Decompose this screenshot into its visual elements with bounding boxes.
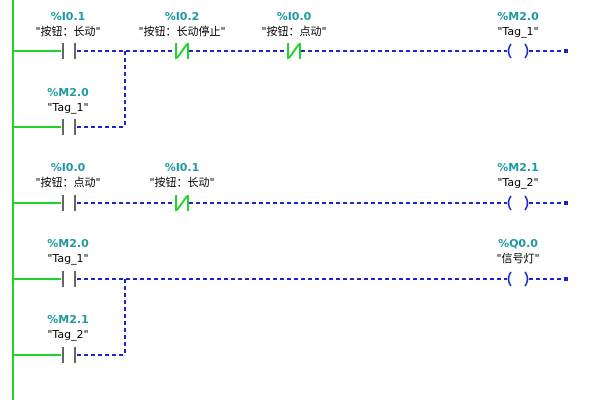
contact-tag: "Tag_1" (47, 101, 88, 114)
contact-address: %I0.1 (51, 10, 86, 23)
contact-tag: "Tag_1" (47, 252, 88, 265)
coil[interactable]: %M2.0 "Tag_1" (497, 10, 539, 59)
rung-end-marker (564, 277, 568, 281)
contact-address: %M2.0 (47, 237, 89, 250)
contact-nc[interactable]: %I0.1 "按钮：长动" (149, 161, 215, 211)
contact-nc[interactable]: %I0.0 "按钮：点动" (261, 10, 327, 59)
rung-1: %I0.1 "按钮：长动" %I0.2 "按钮：长动停止" %I0.0 "按钮：… (13, 10, 568, 135)
coil[interactable]: %Q0.0 "信号灯" (496, 237, 540, 287)
contact-no[interactable]: %M2.1 "Tag_2" (47, 313, 89, 363)
coil-address: %Q0.0 (498, 237, 538, 250)
contact-tag: "按钮：长动" (35, 24, 100, 38)
contact-nc[interactable]: %I0.2 "按钮：长动停止" (138, 10, 226, 59)
coil-tag: "Tag_2" (497, 176, 538, 189)
coil-tag: "信号灯" (496, 252, 539, 265)
contact-tag: "按钮：点动" (261, 24, 326, 38)
rung-end-marker (564, 201, 568, 205)
contact-tag: "Tag_2" (47, 328, 88, 341)
contact-address: %M2.0 (47, 86, 89, 99)
contact-address: %I0.0 (51, 161, 86, 174)
contact-tag: "按钮：点动" (35, 175, 100, 189)
coil-tag: "Tag_1" (497, 25, 538, 38)
contact-address: %M2.1 (47, 313, 88, 326)
contact-tag: "按钮：长动" (149, 175, 214, 189)
contact-no[interactable]: %M2.0 "Tag_1" (47, 237, 89, 287)
contact-address: %I0.2 (165, 10, 200, 23)
rung-2: %I0.0 "按钮：点动" %I0.1 "按钮：长动" %M2.1 "Tag_2… (13, 161, 568, 211)
rung-3: %M2.0 "Tag_1" %Q0.0 "信号灯" %M2.1 "Tag_2" (13, 237, 568, 363)
contact-no[interactable]: %I0.0 "按钮：点动" (35, 161, 101, 211)
coil[interactable]: %M2.1 "Tag_2" (497, 161, 539, 211)
coil-address: %M2.0 (497, 10, 539, 23)
coil-address: %M2.1 (497, 161, 538, 174)
contact-address: %I0.1 (165, 161, 200, 174)
contact-no[interactable]: %I0.1 "按钮：长动" (35, 10, 101, 59)
contact-address: %I0.0 (277, 10, 312, 23)
contact-tag: "按钮：长动停止" (138, 24, 225, 38)
contact-no[interactable]: %M2.0 "Tag_1" (47, 86, 89, 135)
rung-end-marker (564, 49, 568, 53)
